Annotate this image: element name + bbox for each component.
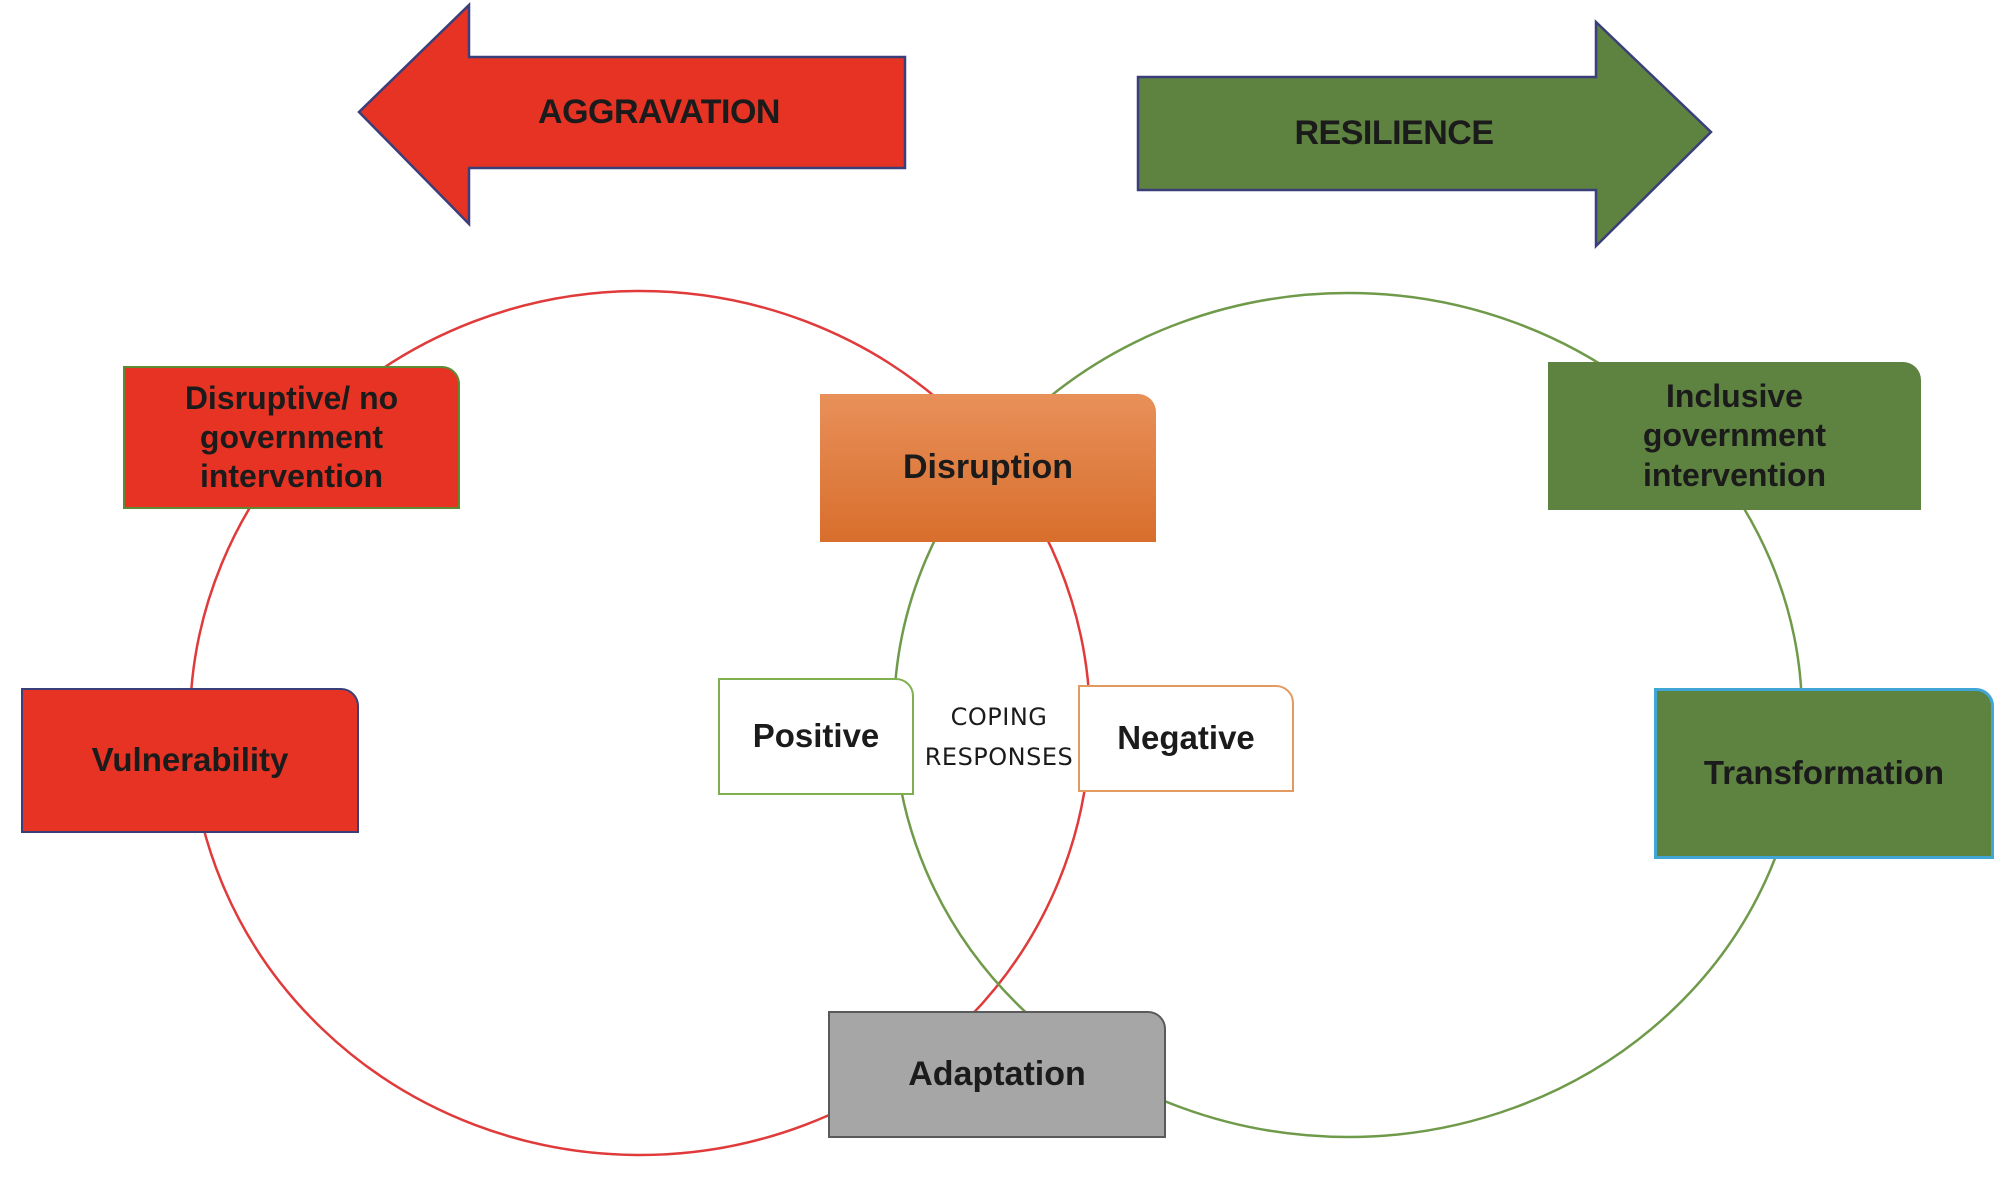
resilience-label: RESILIENCE bbox=[1294, 114, 1494, 152]
aggravation-label: AGGRAVATION bbox=[538, 93, 780, 131]
inclusive-intervention-node: Inclusive government intervention bbox=[1548, 362, 1921, 510]
disruption-node: Disruption bbox=[820, 394, 1156, 542]
disruptive-intervention-label: Disruptive/ no government intervention bbox=[184, 379, 399, 495]
resilience-arrow bbox=[1136, 19, 1713, 249]
positive-response-node: Positive bbox=[718, 678, 914, 795]
adaptation-node: Adaptation bbox=[828, 1011, 1166, 1138]
vulnerability-label: Vulnerability bbox=[91, 741, 289, 779]
transformation-node: Transformation bbox=[1654, 688, 1994, 859]
transformation-label: Transformation bbox=[1703, 754, 1945, 792]
negative-label: Negative bbox=[1117, 719, 1255, 757]
aggravation-arrow bbox=[357, 2, 907, 228]
positive-label: Positive bbox=[752, 717, 880, 755]
vulnerability-node: Vulnerability bbox=[21, 688, 359, 833]
disruptive-intervention-node: Disruptive/ no government intervention bbox=[123, 366, 460, 509]
disruption-label: Disruption bbox=[903, 448, 1073, 487]
adaptation-label: Adaptation bbox=[908, 1054, 1086, 1093]
negative-response-node: Negative bbox=[1078, 685, 1294, 792]
inclusive-intervention-label: Inclusive government intervention bbox=[1642, 378, 1827, 493]
coping-responses-label: COPING RESPONSES bbox=[924, 703, 1074, 771]
